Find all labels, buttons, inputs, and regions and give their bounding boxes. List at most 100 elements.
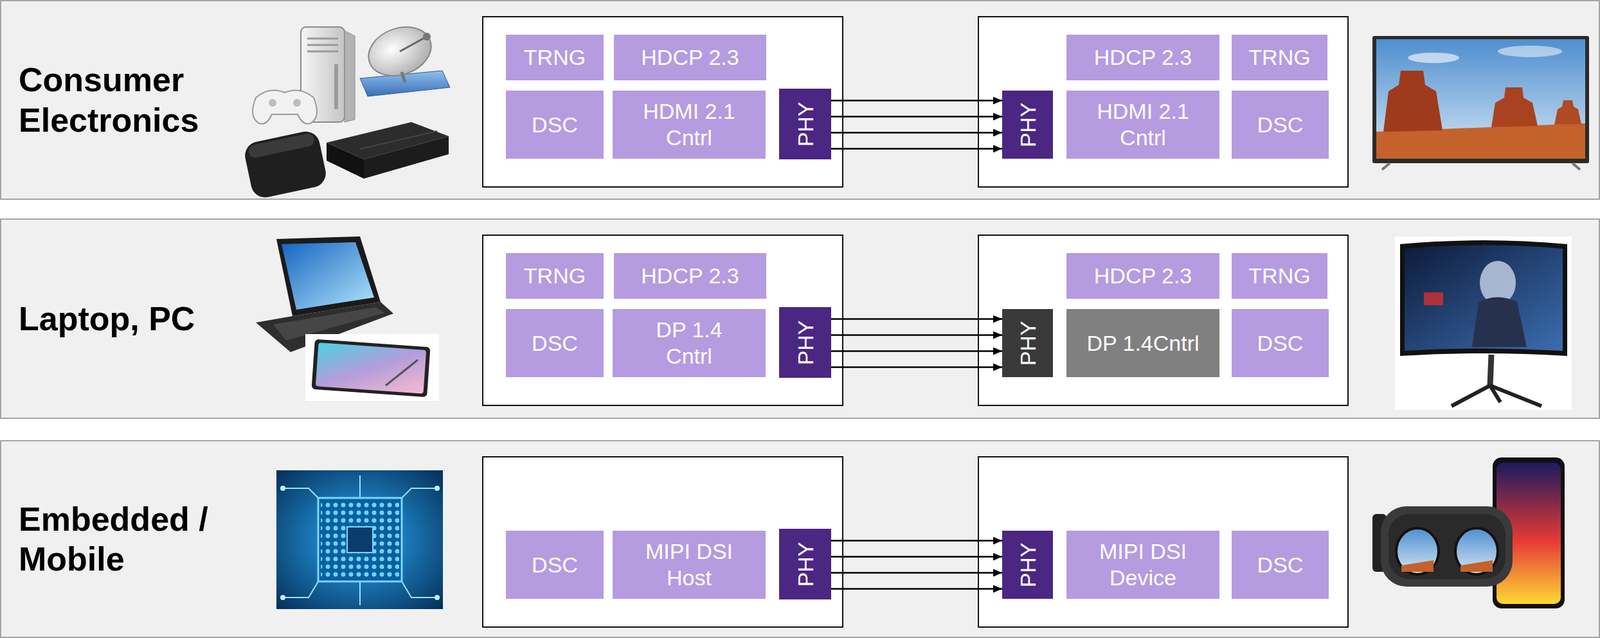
console-group-part <box>334 64 339 110</box>
gaming-monitor-part <box>1490 385 1501 403</box>
gaming-monitor-part <box>1400 240 1568 357</box>
bus-arrow <box>831 350 1003 353</box>
ip-block: HDCP 2.3 <box>1066 253 1220 299</box>
ip-block: DSC <box>505 309 604 378</box>
console-group-part <box>268 98 277 107</box>
block-label: PHY <box>791 541 819 587</box>
gaming-monitor-part <box>1479 260 1516 305</box>
chip-board-part <box>318 498 402 582</box>
phy-block: PHY <box>779 88 832 160</box>
console-group-part <box>359 70 450 97</box>
vr-phone <box>1372 457 1565 609</box>
block-label: TRNG <box>1248 44 1311 71</box>
gaming-monitor-part <box>1490 354 1492 386</box>
block-label: HDMI 2.1 Cntrl <box>1088 98 1198 152</box>
console-group-part <box>307 37 339 40</box>
gaming-monitor-part <box>1404 245 1563 352</box>
block-label: HDCP 2.3 <box>1094 44 1192 71</box>
ip-block: DSC <box>1231 90 1329 159</box>
console-group-part <box>361 18 439 85</box>
phy-block: PHY <box>779 307 832 378</box>
block-label: TRNG <box>523 262 586 290</box>
vr-phone-part <box>1492 457 1565 609</box>
television-part <box>1376 123 1586 159</box>
console-group-part <box>307 50 339 53</box>
ip-block: MIPI DSI Host <box>612 530 766 600</box>
laptop-tablet-part <box>305 334 440 402</box>
ip-block: DSC <box>505 530 604 600</box>
block-label: HDCP 2.3 <box>640 262 739 290</box>
block-label: DSC <box>531 111 578 139</box>
block-label: PHY <box>791 101 819 147</box>
block-label: DSC <box>531 330 578 357</box>
television-part <box>1554 100 1582 125</box>
gaming-monitor-part <box>1394 236 1572 411</box>
gaming-monitor-part <box>1472 297 1527 348</box>
console-group-part <box>399 37 426 52</box>
block-label: DSC <box>1257 330 1304 357</box>
chip-board-part <box>434 485 440 492</box>
gaming-monitor <box>1394 236 1572 411</box>
console-group-part <box>326 142 364 179</box>
block-label: DP 1.4Cntrl <box>1086 330 1199 357</box>
vr-phone-part <box>1396 528 1439 575</box>
vr-phone-part <box>1380 506 1513 587</box>
block-label: PHY <box>1014 542 1041 588</box>
ip-block: HDCP 2.3 <box>613 253 767 299</box>
block-label: TRNG <box>1248 262 1311 290</box>
television-part <box>1372 35 1590 164</box>
ip-block: DSC <box>505 90 604 159</box>
chip-board-part <box>282 581 319 598</box>
chip-board-part <box>276 470 443 610</box>
bus-arrow <box>831 366 1003 369</box>
bus-arrow <box>831 572 1003 575</box>
laptop-tablet-part <box>385 359 418 386</box>
block-label: TRNG <box>523 44 586 71</box>
gaming-monitor-part <box>1423 292 1444 306</box>
console-group-part <box>401 71 405 83</box>
block-label: DP 1.4 Cntrl <box>634 316 744 370</box>
ip-block: TRNG <box>1231 253 1328 299</box>
console-group <box>242 18 450 200</box>
chip-board-part <box>347 527 373 553</box>
chip-board-part <box>282 488 319 499</box>
console-group-part <box>363 136 449 179</box>
bus-arrow <box>831 131 1003 134</box>
console-group-part <box>326 122 449 160</box>
chip-board-part <box>359 475 361 499</box>
ip-block: TRNG <box>505 253 604 299</box>
chip-board-part <box>434 595 440 601</box>
television-part <box>1376 39 1586 159</box>
chip-board <box>276 470 443 610</box>
laptop-tablet <box>255 236 440 402</box>
console-group-part <box>293 98 301 107</box>
ip-block: HDCP 2.3 <box>1066 34 1220 81</box>
block-label: DSC <box>1257 111 1304 139</box>
ip-block: HDMI 2.1 Cntrl <box>612 90 766 159</box>
chip-board-part <box>280 595 286 601</box>
chip-board-part <box>359 581 361 606</box>
bus-arrow <box>831 334 1003 337</box>
bus-arrow <box>831 147 1003 150</box>
vr-phone-part <box>1460 560 1493 573</box>
phy-block: PHY <box>1002 90 1053 159</box>
phy-block: PHY <box>1002 530 1053 600</box>
phy-block: PHY <box>779 529 832 600</box>
television-part <box>1497 45 1563 58</box>
chip-board-part <box>320 500 400 580</box>
bus-arrow <box>831 588 1003 591</box>
category-band: Laptop, PCTRNGHDCP 2.3DSCDP 1.4 CntrlPHY… <box>0 218 1600 420</box>
chip-board-part <box>280 485 286 492</box>
laptop-tablet-part <box>276 236 381 317</box>
television-part <box>1382 163 1390 170</box>
ip-block: DP 1.4 Cntrl <box>612 309 766 378</box>
band-label: Embedded / Mobile <box>18 499 251 580</box>
block-label: HDCP 2.3 <box>1094 262 1192 290</box>
chip-board-part <box>401 488 438 499</box>
ip-block: DP 1.4Cntrl <box>1066 309 1220 378</box>
chip-board-part <box>401 581 438 598</box>
phy-block: PHY <box>1002 309 1053 378</box>
television-part <box>1407 52 1460 63</box>
laptop-tablet-part <box>281 242 375 310</box>
